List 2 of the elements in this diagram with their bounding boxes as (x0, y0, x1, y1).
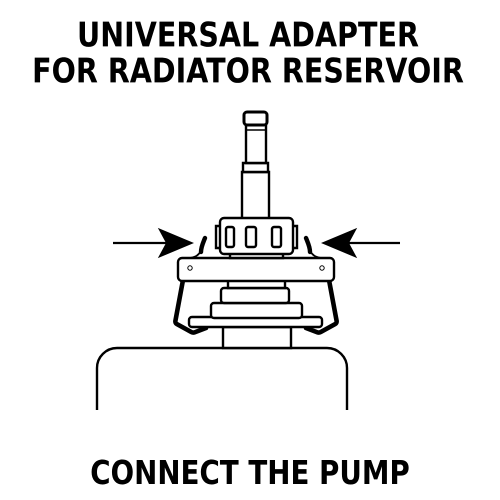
title: UNIVERSAL ADAPTER FOR RADIATOR RESERVOIR (34, 21, 464, 83)
caption: CONNECT THE PUMP (92, 460, 409, 484)
